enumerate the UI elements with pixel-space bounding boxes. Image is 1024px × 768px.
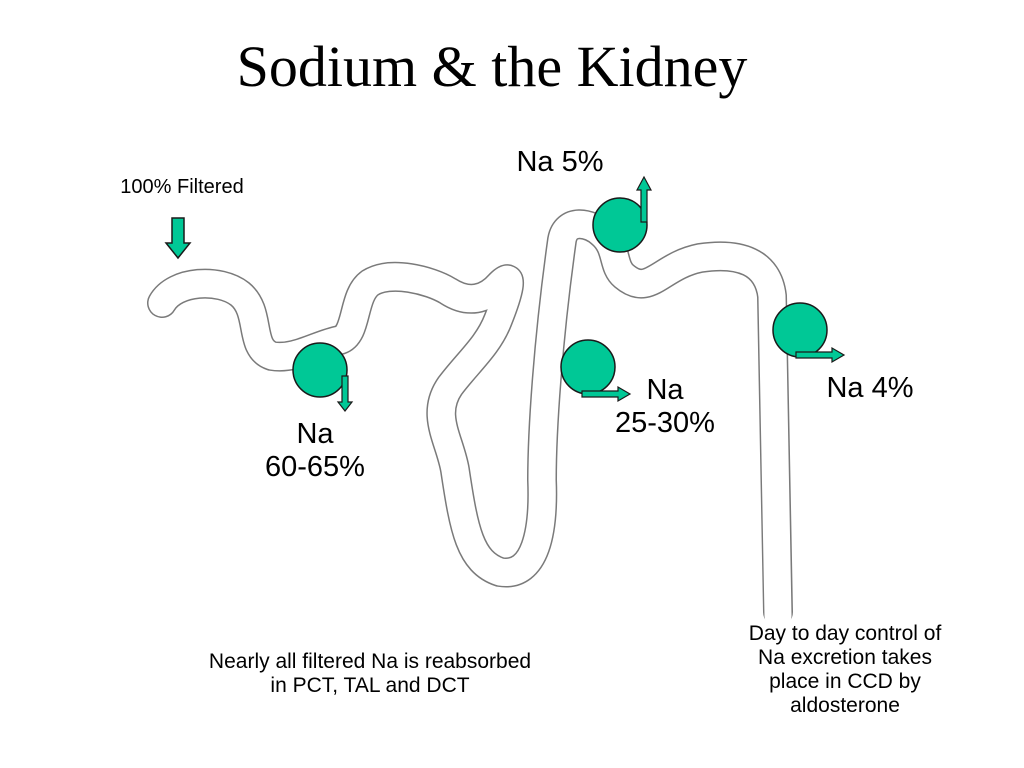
tal-na-label-line1: Na <box>646 374 684 406</box>
reabsorption-caption: Nearly all filtered Na is reabsorbed in … <box>150 650 590 698</box>
tal-transporter <box>560 339 632 403</box>
pct-na-label-line1: Na <box>296 418 334 450</box>
up-arrow-icon <box>635 175 653 223</box>
tal-na-label-line2: 25-30% <box>615 407 715 440</box>
pct-na-label-line2: 60-65% <box>265 451 365 484</box>
aldosterone-caption-line2: Na excretion takes <box>758 646 932 670</box>
transporter-circle-icon <box>592 197 648 253</box>
reabsorption-caption-line2: in PCT, TAL and DCT <box>270 674 470 698</box>
slide-title: Sodium & the Kidney <box>236 34 748 99</box>
transporter-circle-icon <box>292 342 348 398</box>
ccd-na-label: Na 4% <box>826 372 914 404</box>
tal-na-label: Na 25-30% <box>595 374 735 441</box>
aldosterone-caption: Day to day control of Na excretion takes… <box>705 622 985 719</box>
aldosterone-caption-line1: Day to day control of <box>748 622 942 645</box>
tubule-lumen <box>148 210 792 630</box>
right-arrow-icon <box>795 346 846 364</box>
down-arrow-icon <box>164 217 192 260</box>
aldosterone-caption-line4: aldosterone <box>790 694 900 718</box>
reabsorption-caption-line1: Nearly all filtered Na is reabsorbed <box>208 650 532 673</box>
pct-transporter <box>292 342 354 412</box>
dct-transporter <box>592 175 653 253</box>
nephron-tubule <box>147 209 793 630</box>
down-arrow-icon <box>336 375 354 412</box>
right-arrow-icon <box>581 385 632 403</box>
transporter-circle-icon <box>772 302 828 358</box>
dct-na-label: Na 5% <box>516 146 604 178</box>
filtered-arrow <box>164 217 192 260</box>
ccd-transporter <box>772 302 846 364</box>
pct-na-label: Na 60-65% <box>255 418 375 485</box>
filtered-label: 100% Filtered <box>120 176 244 198</box>
aldosterone-caption-line3: place in CCD by <box>769 670 921 694</box>
